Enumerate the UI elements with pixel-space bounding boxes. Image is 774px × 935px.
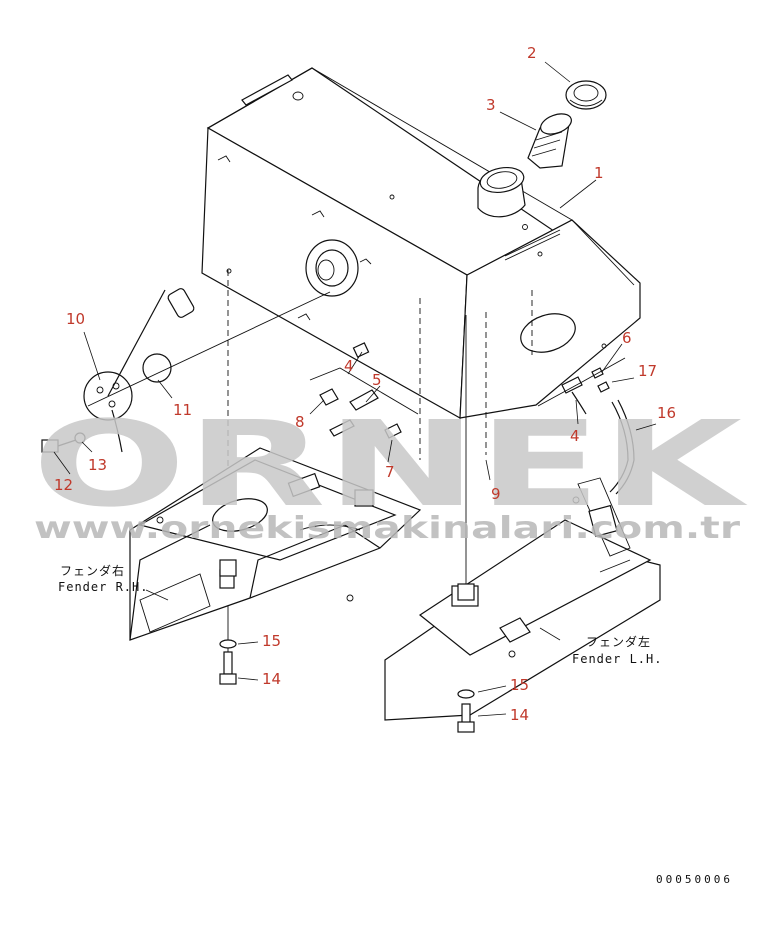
watermark-url: www.ornekismakinalari.com.tr [34, 511, 740, 546]
callout-5: 5 [372, 371, 382, 389]
callout-2: 2 [527, 44, 537, 62]
fuel-sender [83, 288, 195, 453]
callout-14b: 14 [510, 706, 529, 724]
callout-9: 9 [491, 485, 501, 503]
callout-numbers: 1 2 3 4 4 5 6 7 8 9 10 11 12 13 14 14 15… [54, 44, 676, 724]
callout-12: 12 [54, 476, 73, 494]
leader-lines [53, 61, 657, 717]
fuel-tank [201, 67, 641, 419]
drawing-code: 00050006 [656, 873, 733, 886]
drain-fittings [309, 342, 626, 439]
strainer [527, 113, 572, 169]
callout-17: 17 [638, 362, 657, 380]
callout-4b: 4 [570, 427, 580, 445]
filler-cap [565, 80, 607, 110]
callout-4a: 4 [344, 357, 354, 375]
callout-3: 3 [486, 96, 496, 114]
hose [609, 401, 629, 493]
mount-bolts [219, 639, 475, 733]
watermark-brand: ORNEK [32, 395, 749, 533]
callout-1: 1 [594, 164, 604, 182]
callout-11: 11 [173, 401, 192, 419]
bolt-and-washer [41, 432, 86, 453]
fender-rh-jp-label: フェンダ右 [60, 563, 125, 578]
callout-8: 8 [295, 413, 305, 431]
fender-lh-en-label: Fender L.H. [572, 652, 662, 666]
fender-lh-jp-label: フェンダ左 [586, 634, 651, 649]
callout-6: 6 [622, 329, 632, 347]
gasket [142, 353, 172, 383]
mount-rubber [219, 559, 237, 577]
frame-lh [384, 477, 661, 721]
callout-10: 10 [66, 310, 85, 328]
frame-rh [129, 447, 422, 641]
callout-15a: 15 [262, 632, 281, 650]
fender-rh-en-label: Fender R.H. [58, 580, 148, 594]
callout-13: 13 [88, 456, 107, 474]
callout-15b: 15 [510, 676, 529, 694]
fender-labels: フェンダ右 Fender R.H. フェンダ左 Fender L.H. [58, 563, 662, 666]
callout-7: 7 [385, 463, 395, 481]
callout-16: 16 [657, 404, 676, 422]
callout-14a: 14 [262, 670, 281, 688]
